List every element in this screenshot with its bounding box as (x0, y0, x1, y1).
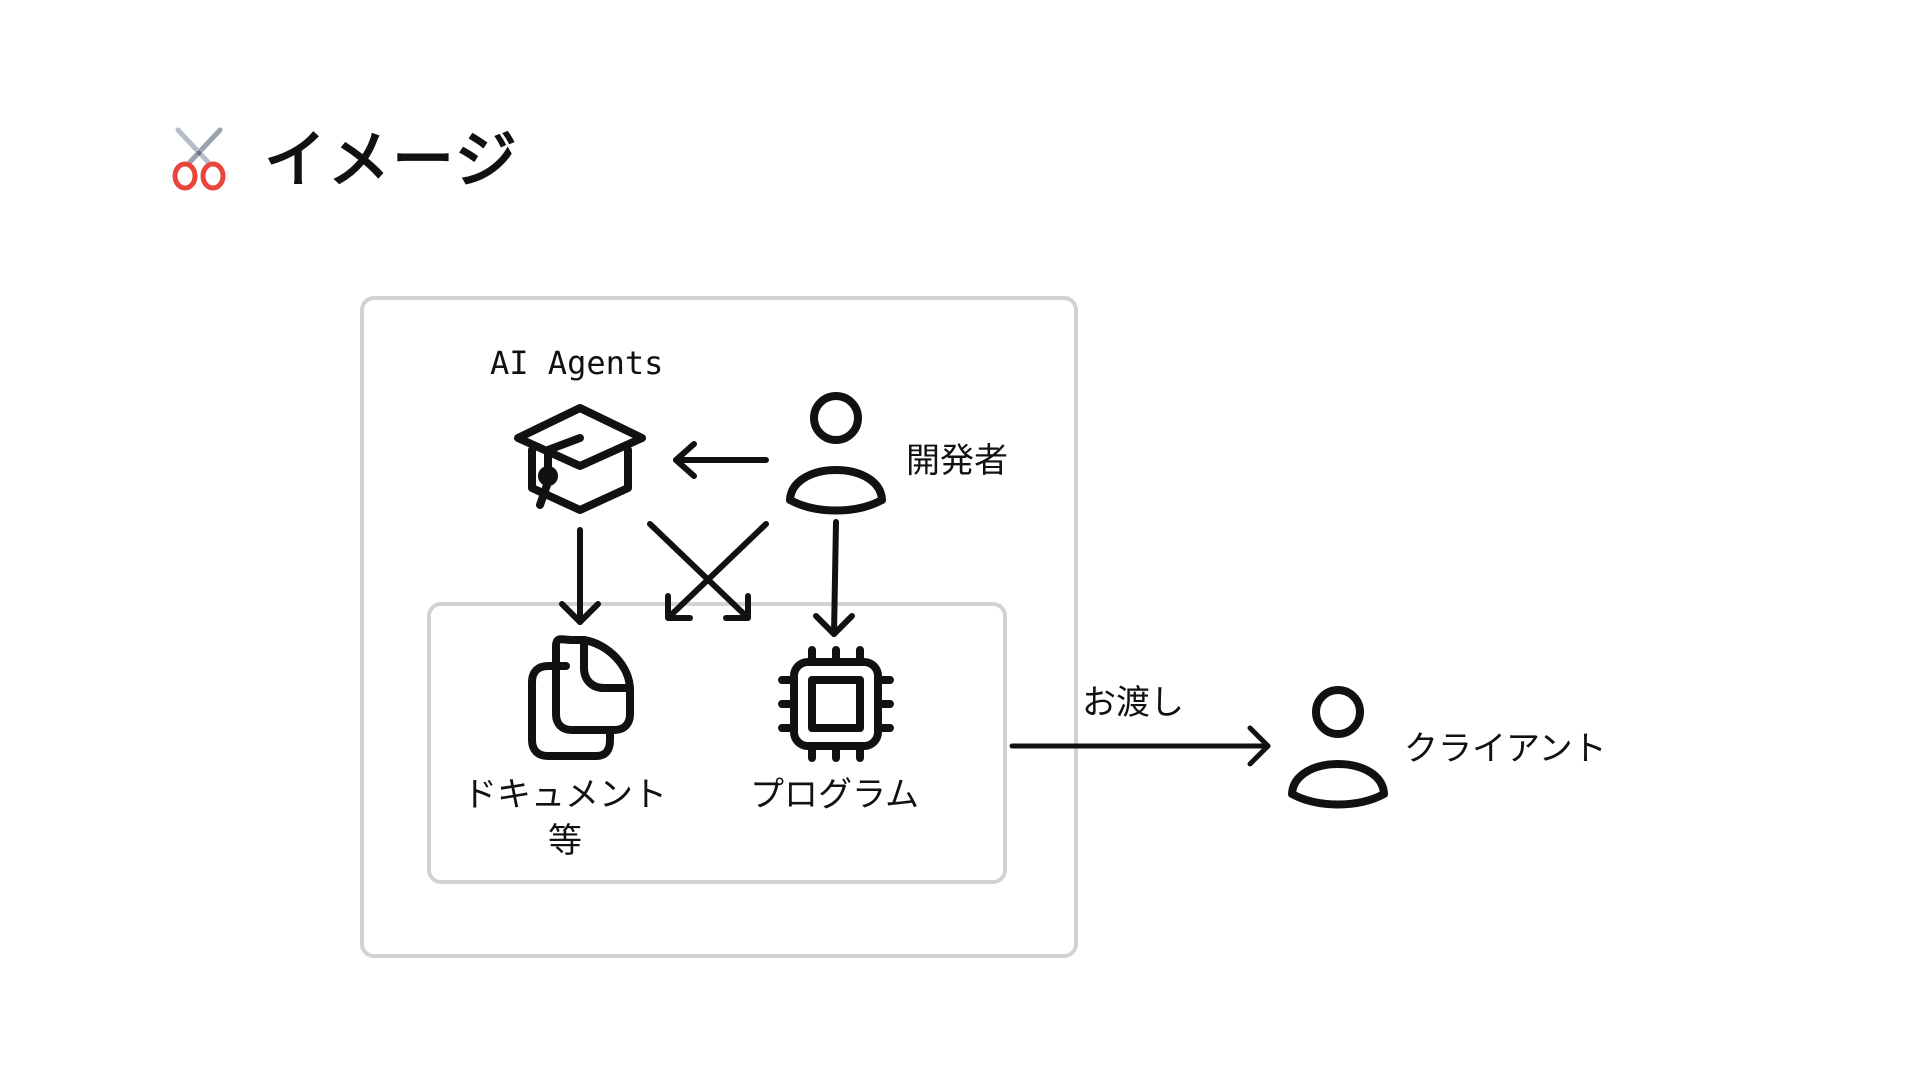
cpu-chip-icon (778, 646, 894, 762)
program-label: プログラム (750, 775, 919, 815)
arrow-agents-to-program (647, 521, 751, 621)
documents-icon (528, 635, 634, 760)
slide-title: イメージ (168, 118, 519, 202)
client-label: クライアント (1404, 729, 1607, 769)
client-person-icon (1288, 686, 1388, 809)
graduation-cap-icon (514, 404, 646, 514)
arrow-handover (1009, 725, 1271, 767)
documents-label-line2: 等 (548, 821, 582, 861)
arrow-developer-to-program (813, 519, 855, 637)
arrow-agents-to-documents (559, 527, 601, 625)
scissors-icon (172, 127, 226, 191)
outer-box (360, 296, 1078, 958)
handover-label: お渡し (1082, 683, 1184, 723)
documents-label-line1: ドキュメント (463, 775, 667, 815)
developer-label: 開発者 (906, 441, 1008, 481)
deliverables-box (427, 602, 1007, 884)
person-icon (786, 392, 886, 515)
agents-label: AI Agents (490, 344, 664, 382)
arrow-developer-to-documents (665, 521, 769, 621)
arrow-developer-to-agents (673, 441, 769, 479)
page-title: イメージ (264, 123, 519, 196)
documents-label: ドキュメント 等 (440, 772, 690, 864)
